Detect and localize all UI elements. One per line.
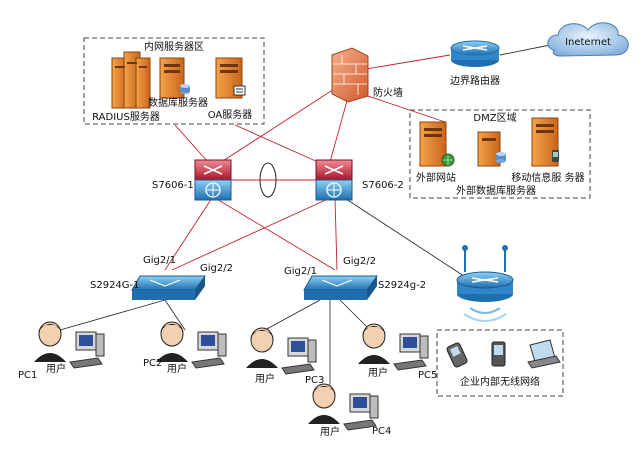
port-a1-left: Gig2/1 — [143, 255, 176, 266]
user-icon — [156, 321, 188, 362]
wireless-ap-icon — [456, 245, 514, 322]
pc-label: PC4 — [372, 426, 391, 437]
intranet-zone-box — [83, 37, 265, 125]
external-site-server-icon — [419, 121, 455, 167]
access-switch-2-icon — [303, 275, 378, 300]
client-group: PC1 用户 — [18, 321, 105, 381]
port-a2-left: Gig2/1 — [284, 266, 317, 277]
dmz-zone-label: DMZ区域 — [473, 111, 516, 124]
cloud-label: Ineternet — [565, 37, 611, 48]
etherchannel-ring — [259, 162, 277, 198]
user-label: 用户 — [255, 372, 275, 385]
access-switch-2-label: S2924g-2 — [378, 280, 426, 291]
core-switch-1-icon — [194, 159, 232, 201]
user-label: 用户 — [320, 425, 340, 438]
access-switch-1-label: S2924G-1 — [90, 280, 140, 291]
client-group: PC4 用户 — [308, 383, 391, 438]
internet-cloud: Ineternet — [547, 22, 629, 57]
border-router-icon — [450, 40, 500, 67]
wireless-zone-label: 企业内部无线网络 — [460, 375, 540, 388]
pc-label: PC3 — [305, 375, 324, 386]
pc-label: PC1 — [18, 370, 37, 381]
oa-server-label: OA服务器 — [208, 108, 253, 121]
user-label: 用户 — [368, 366, 388, 379]
pda-icon — [491, 341, 506, 367]
link-core2-wifi — [339, 194, 471, 281]
oa-server-icon — [215, 57, 246, 99]
computer-icon — [281, 337, 317, 375]
user-label: 用户 — [46, 362, 66, 375]
database-server-icon — [159, 57, 190, 99]
client-group: PC2 用户 — [143, 321, 227, 375]
radius-server-label: RADIUS服务器 — [92, 110, 160, 123]
core-switch-2-label: S7606-2 — [362, 180, 404, 191]
pc-label: PC2 — [143, 358, 162, 369]
external-site-label: 外部网站 — [416, 171, 456, 184]
database-server-label: 数据库服务器 — [148, 96, 208, 109]
computer-icon — [393, 333, 429, 371]
border-router-label: 边界路由器 — [450, 74, 500, 87]
access-switch-1-icon — [131, 275, 206, 300]
user-icon — [246, 327, 278, 368]
intranet-zone-label: 内网服务器区 — [144, 40, 204, 53]
firewall-label: 防火墙 — [373, 86, 403, 99]
radius-server-icon — [111, 51, 151, 109]
phone-icon — [446, 342, 468, 368]
pc-label: PC5 — [418, 370, 437, 381]
computer-icon — [69, 331, 105, 369]
laptop-icon — [527, 339, 561, 369]
dmz-zone-box — [409, 109, 591, 199]
access-links — [59, 299, 376, 390]
external-db-label: 外部数据库服务器 — [456, 184, 536, 197]
core-switch-1-label: S7606-1 — [152, 180, 194, 191]
port-a2-right: Gig2/2 — [343, 256, 376, 267]
mobile-info-server-icon — [531, 117, 559, 167]
user-icon — [308, 383, 340, 424]
firewall-icon — [331, 47, 369, 103]
computer-icon — [343, 393, 379, 431]
core-switch-2-icon — [315, 159, 353, 201]
user-icon — [358, 323, 390, 364]
user-label: 用户 — [167, 362, 187, 375]
link-cloud — [499, 43, 556, 56]
external-db-server-icon — [477, 131, 506, 167]
client-group: PC3 用户 — [246, 327, 324, 386]
user-icon — [34, 321, 66, 362]
client-group: PC5 用户 — [358, 323, 437, 381]
mobile-info-label: 移动信息服 务器 — [511, 171, 584, 184]
port-a1-right: Gig2/2 — [200, 263, 233, 274]
computer-icon — [191, 331, 227, 369]
